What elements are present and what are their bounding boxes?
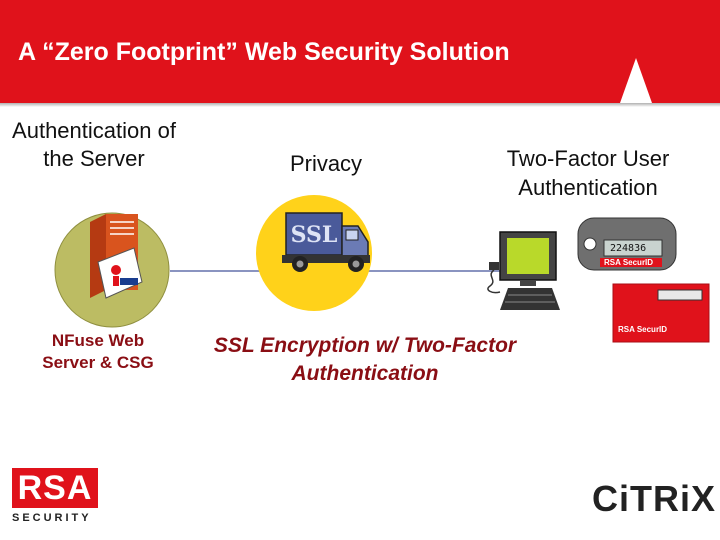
- title-bar-shadow: [0, 103, 720, 107]
- page-title: A “Zero Footprint” Web Security Solution: [18, 38, 510, 66]
- fob-brand-label: RSA SecurID: [604, 258, 654, 267]
- computer-icon: [487, 231, 560, 310]
- fob-code: 224836: [610, 243, 646, 254]
- server-label: NFuse Web Server & CSG: [42, 331, 154, 372]
- server-icon: [90, 214, 143, 299]
- citrix-logo: CiTRiX: [592, 478, 717, 519]
- ssl-truck-icon: SSL: [282, 212, 370, 272]
- ssl-label: SSL Encryption w/ Two-Factor Authenticat…: [213, 334, 517, 385]
- card-brand-label: RSA SecurID: [618, 325, 668, 334]
- securid-card-icon: [612, 283, 710, 343]
- header-triangle-icon: [620, 58, 652, 103]
- rsa-security-text: SECURITY: [12, 512, 92, 524]
- title-bar: A “Zero Footprint” Web Security Solution: [0, 0, 720, 103]
- rsa-logo: RSA: [12, 468, 98, 508]
- server-auth-heading: Authentication of the Server: [12, 118, 176, 171]
- privacy-heading: Privacy: [289, 151, 363, 176]
- securid-fob-icon: [577, 217, 677, 271]
- truck-ssl-text: SSL: [291, 222, 338, 248]
- two-factor-heading: Two-Factor User Authentication: [506, 146, 670, 200]
